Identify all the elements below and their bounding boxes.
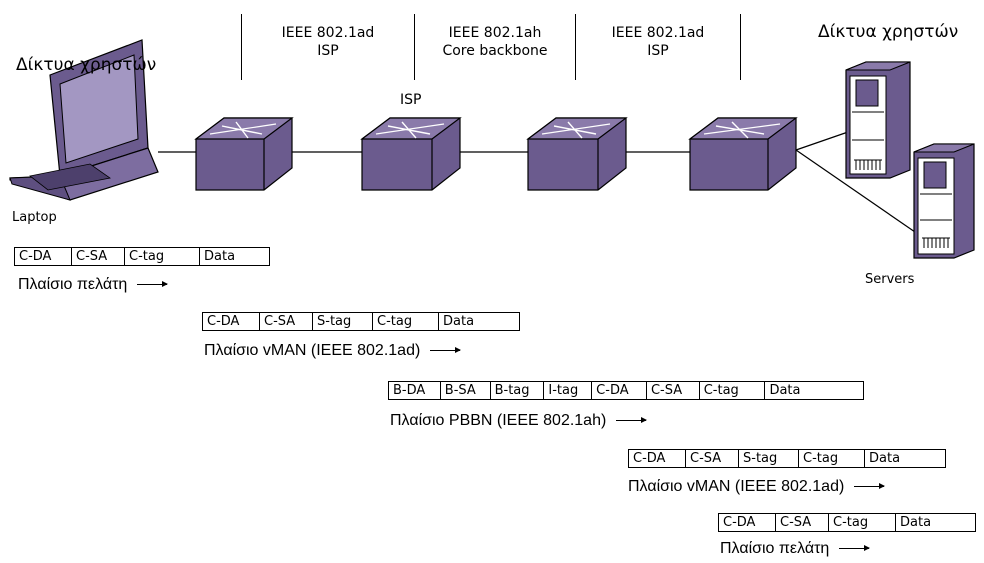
frame-field: C-tag (125, 248, 200, 265)
link-switch4-server1 (796, 132, 848, 150)
vman-frame-1: C-DA C-SA S-tag C-tag Data (202, 312, 520, 331)
frame-field: C-SA (686, 450, 739, 467)
segment-header-2: IEEE 802.1ah Core backbone (418, 24, 572, 60)
frame-field: Data (896, 514, 975, 531)
frame-field: B-DA (389, 382, 441, 399)
caption-text: Πλαίσιο vMAN (IEEE 802.1ad) (628, 478, 844, 495)
server-icon-1 (846, 62, 910, 178)
frame-field: B-tag (491, 382, 545, 399)
frame-field: C-SA (776, 514, 829, 531)
caption-text: Πλαίσιο vMAN (IEEE 802.1ad) (204, 342, 420, 359)
segment-header-3: IEEE 802.1ad ISP (579, 24, 737, 60)
segment-header-3-line1: IEEE 802.1ad (579, 24, 737, 42)
frame-field: S-tag (739, 450, 799, 467)
frame-field: C-tag (700, 382, 766, 399)
segment-header-1-line1: IEEE 802.1ad (245, 24, 411, 42)
frame-field: Data (865, 450, 945, 467)
divider-3 (575, 14, 576, 80)
arrow-right-icon (854, 486, 884, 487)
pbbn-frame-caption: Πλαίσιο PBBN (IEEE 802.1ah) (390, 412, 646, 430)
customer-frame-1-caption: Πλαίσιο πελάτη (18, 276, 167, 294)
frame-field: Data (200, 248, 269, 265)
frame-field: C-tag (373, 313, 439, 330)
switch-icon-2 (362, 118, 460, 190)
frame-field: C-tag (829, 514, 896, 531)
customer-frame-1: C-DA C-SA C-tag Data (14, 247, 270, 266)
frame-field: C-SA (260, 313, 313, 330)
right-user-networks-label: Δίκτυα χρηστών (818, 22, 958, 42)
isp-label: ISP (400, 92, 421, 108)
server-icon-2 (914, 144, 974, 258)
caption-text: Πλαίσιο πελάτη (18, 276, 127, 293)
customer-frame-2: C-DA C-SA C-tag Data (718, 513, 976, 532)
frame-field: B-SA (441, 382, 491, 399)
arrow-right-icon (839, 548, 869, 549)
frame-field: Data (765, 382, 863, 399)
frame-field: C-SA (647, 382, 700, 399)
caption-text: Πλαίσιο PBBN (IEEE 802.1ah) (390, 412, 606, 429)
frame-field: C-SA (72, 248, 125, 265)
frame-field: I-tag (544, 382, 592, 399)
segment-header-1: IEEE 802.1ad ISP (245, 24, 411, 60)
segment-header-2-line1: IEEE 802.1ah (418, 24, 572, 42)
divider-1 (241, 14, 242, 80)
frame-field: C-DA (629, 450, 686, 467)
switch-icon-3 (528, 118, 626, 190)
switch-icon-1 (196, 118, 292, 190)
divider-4 (740, 14, 741, 80)
vman-frame-1-caption: Πλαίσιο vMAN (IEEE 802.1ad) (204, 342, 460, 360)
segment-header-3-line2: ISP (579, 42, 737, 60)
frame-field: C-DA (203, 313, 260, 330)
arrow-right-icon (616, 420, 646, 421)
servers-label: Servers (865, 272, 914, 287)
frame-field: C-DA (15, 248, 72, 265)
divider-2 (414, 14, 415, 80)
frame-field: C-DA (592, 382, 647, 399)
pbbn-frame: B-DA B-SA B-tag I-tag C-DA C-SA C-tag Da… (388, 381, 864, 400)
arrow-right-icon (430, 350, 460, 351)
customer-frame-2-caption: Πλαίσιο πελάτη (720, 540, 869, 558)
caption-text: Πλαίσιο πελάτη (720, 540, 829, 557)
segment-header-2-line2: Core backbone (418, 42, 572, 60)
vman-frame-2: C-DA C-SA S-tag C-tag Data (628, 449, 946, 468)
segment-header-1-line2: ISP (245, 42, 411, 60)
switch-icon-4 (690, 118, 796, 190)
left-user-networks-label: Δίκτυα χρηστών (16, 55, 156, 75)
frame-field: C-tag (799, 450, 865, 467)
frame-field: S-tag (313, 313, 373, 330)
vman-frame-2-caption: Πλαίσιο vMAN (IEEE 802.1ad) (628, 478, 884, 496)
frame-field: Data (439, 313, 519, 330)
laptop-label: Laptop (12, 210, 57, 225)
frame-field: C-DA (719, 514, 776, 531)
arrow-right-icon (137, 284, 167, 285)
